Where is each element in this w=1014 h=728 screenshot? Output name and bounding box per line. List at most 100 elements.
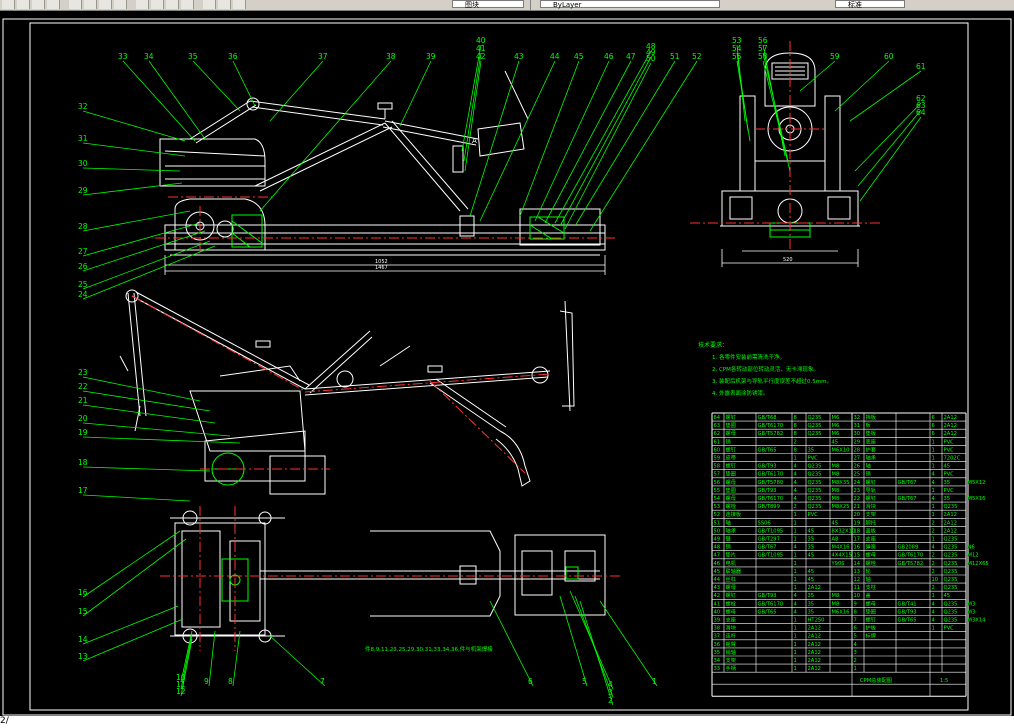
bom-right-cell: 21: [854, 504, 861, 510]
bom-left-cell: 垫圈: [726, 470, 736, 478]
balloon-50: 50: [646, 54, 656, 63]
bom-right-cell: 滑块: [866, 502, 877, 510]
mid-view-centerlines: [131, 295, 551, 474]
plan-view-centerlines: [160, 506, 620, 651]
paste-icon[interactable]: [99, 0, 112, 9]
bom-left-cell: GB/T5780: [758, 480, 784, 486]
properties-icon[interactable]: [181, 0, 194, 9]
tech-line-1: 1. 各零件安装前需清洗干净。: [712, 353, 785, 361]
bom-right-cell: 23: [854, 488, 861, 494]
bom-left-cell: 1: [794, 577, 797, 583]
bom-right-cell: Q235: [944, 561, 958, 567]
bom-right-cell: M5X16: [968, 496, 986, 502]
pan-icon[interactable]: [136, 0, 149, 9]
new-icon[interactable]: [2, 0, 15, 9]
bom-right-cell: 2A12: [944, 528, 957, 534]
design-center-icon[interactable]: [203, 0, 216, 9]
bom-left-cell: 2A12: [808, 626, 821, 632]
bom-left-cell: 螺母: [726, 494, 736, 502]
bom-right-cell: 2: [932, 553, 935, 559]
bom-left-cell: Q235: [808, 464, 822, 470]
leader-line: [544, 60, 632, 224]
bom-right-cell: 1: [932, 537, 935, 543]
standard-dropdown[interactable]: 标准: [835, 0, 905, 9]
leader-line: [799, 60, 836, 92]
bom-right-cell: PVC: [944, 447, 955, 453]
bom-left-cell: 2A12: [808, 650, 821, 656]
balloon-21: 21: [78, 396, 88, 405]
bom-right-cell: 2: [932, 520, 935, 526]
status-bar: 2/: [0, 716, 1014, 728]
help-icon[interactable]: [233, 0, 246, 9]
leader-line: [464, 60, 482, 172]
bom-left-cell: GB/T6170: [758, 472, 784, 478]
bom-left-cell: HT250: [808, 618, 825, 624]
bom-right-cell: 轴承: [866, 454, 877, 462]
bom-left-cell: 8X32X10: [832, 528, 856, 534]
bom-left-cell: 53: [714, 504, 721, 510]
cad-toolbar: 图块 ByLayer 标准: [0, 0, 1014, 11]
bom-left-cell: 61: [714, 439, 721, 445]
bom-right-cell: 17: [854, 537, 861, 543]
bom-right-cell: Q235: [944, 569, 958, 575]
model-space[interactable]: 1052 1467 A 520: [0, 11, 1014, 716]
bom-left-cell: M6X16: [832, 609, 850, 615]
bom-left-cell: 35: [808, 545, 815, 551]
balloon-38: 38: [386, 52, 396, 61]
bom-right-cell: 4: [932, 609, 936, 615]
bom-right-cell: 护套: [866, 445, 877, 453]
bom-right-cell: 螺栓: [866, 559, 877, 567]
bom-left-cell: 60: [714, 447, 721, 453]
tool-palette-icon[interactable]: [218, 0, 231, 9]
copy-icon[interactable]: [84, 0, 97, 9]
leader-line: [479, 60, 556, 222]
bom-right-cell: 32: [854, 415, 861, 421]
balloon-13: 13: [78, 652, 88, 661]
bom-left-cell: GB/T67: [758, 545, 777, 551]
bom-right-cell: 15: [854, 553, 861, 559]
bom-left-cell: 1: [794, 658, 797, 664]
layer-dropdown[interactable]: 图块: [452, 0, 524, 9]
layer-color-value: ByLayer: [553, 1, 582, 9]
leader-line: [489, 600, 534, 687]
bom-left-cell: M6: [832, 415, 840, 421]
leader-line: [469, 60, 520, 217]
save-icon[interactable]: [32, 0, 45, 9]
print-icon[interactable]: [47, 0, 60, 9]
bom-left-cell: 键: [726, 535, 731, 543]
zoom-icon[interactable]: [151, 0, 164, 9]
bom-left-cell: 56: [714, 480, 721, 486]
bom-left-cell: GB/T93: [758, 593, 777, 599]
leader-line: [463, 52, 482, 162]
cut-icon[interactable]: [69, 0, 82, 9]
leader-line: [559, 595, 588, 687]
zoom-window-icon[interactable]: [166, 0, 179, 9]
bom-left-cell: 50: [714, 528, 721, 534]
bom-left-cell: 8: [794, 431, 797, 437]
bom-left-cell: 55: [714, 488, 721, 494]
bom-right-cell: 支柱: [866, 583, 876, 591]
bom-left-cell: M8: [832, 464, 840, 470]
bom-right-cell: 2A12: [944, 431, 957, 437]
leader-line: [762, 60, 791, 172]
bom-left-cell: 1: [794, 650, 797, 656]
bom-right-cell: 5: [854, 634, 857, 640]
bom-left-cell: 螺母: [726, 607, 736, 615]
bom-right-cell: Q235: [944, 609, 958, 615]
bom-right-cell: 4: [932, 618, 936, 624]
balloon-34: 34: [144, 52, 154, 61]
balloon-35: 35: [188, 52, 198, 61]
balloon-25: 25: [78, 280, 88, 289]
leader-line: [82, 222, 201, 257]
bom-right-cell: 30: [854, 431, 861, 437]
bom-left-cell: PVC: [808, 456, 819, 462]
bom-left-cell: M8: [832, 472, 840, 478]
bom-left-cell: 销: [726, 543, 731, 551]
color-dropdown[interactable]: ByLayer: [540, 0, 720, 9]
undo-icon[interactable]: [114, 0, 127, 9]
bom-left-cell: GB/T68: [758, 415, 777, 421]
bom-right-cell: 1: [932, 456, 935, 462]
open-icon[interactable]: [17, 0, 30, 9]
bom-left-cell: GB/T93: [758, 488, 777, 494]
bom-left-cell: 螺母: [726, 429, 736, 437]
